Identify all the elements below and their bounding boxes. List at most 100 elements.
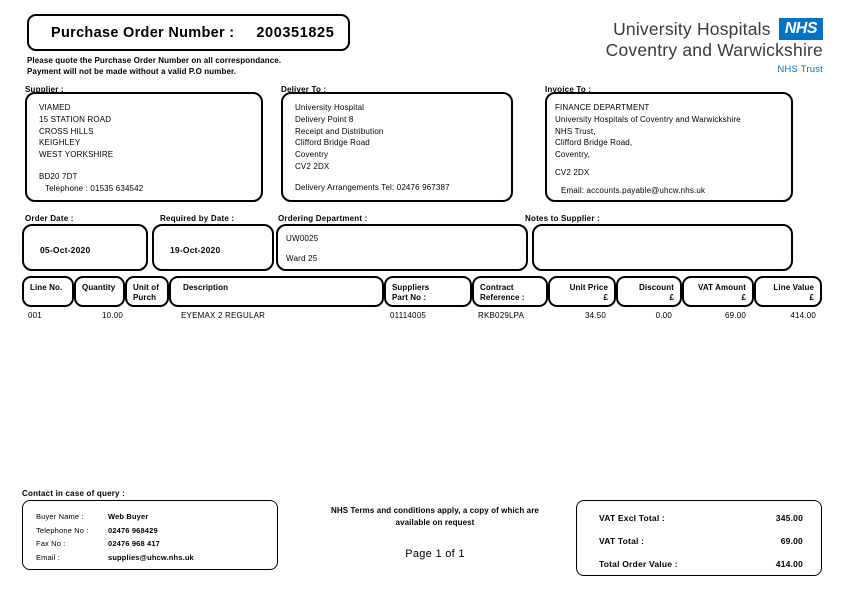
page-number: Page 1 of 1 [405,548,465,560]
required-by-value: 19-Oct-2020 [170,245,221,255]
fax-value: 02476 968 417 [108,539,160,548]
vat-excl-total-value: 345.00 [775,513,803,523]
contact-box: Buyer Name : Web Buyer Telephone No : 02… [22,500,278,570]
column-header-unit-of-purch: Unit of Purch [125,276,169,307]
column-header-unit-of-purch-line-2: Purch [133,293,157,302]
email-label: Email : [36,552,60,562]
supplier-postcode: BD20 7DT [39,171,78,181]
supplier-box: VIAMED 15 STATION ROAD CROSS HILLS KEIGH… [25,92,263,202]
column-header-description: Description [169,276,384,307]
invoice-to-line-2: NHS Trust, [555,126,596,136]
column-header-discount-currency: £ [669,293,674,302]
column-header-discount-line-1: Discount [638,283,674,292]
cell-vat-amount: 69.00 [724,311,746,320]
vat-total-label: VAT Total : [599,536,645,546]
telephone-label: Telephone No : [36,525,89,535]
order-date-box: 05-Oct-2020 [22,224,148,271]
invoice-to-line-4: Coventry, [555,150,590,160]
po-note-line-1: Please quote the Purchase Order Number o… [27,56,282,65]
column-header-line-no: Line No. [22,276,74,307]
contact-row-buyer-name: Buyer Name : Web Buyer [23,510,277,524]
supplier-line-3: KEIGHLEY [39,138,81,148]
cell-suppliers-part-no: 01114005 [390,311,427,320]
invoice-to-line-1: University Hospitals of Coventry and War… [555,114,741,124]
column-header-unit-price-line-1: Unit Price [569,283,608,292]
required-by-box: 19-Oct-2020 [152,224,274,271]
total-order-value-label: Total Order Value : [599,559,678,569]
totals-box: VAT Excl Total : 345.00 VAT Total : 69.0… [576,500,822,576]
order-date-value: 05-Oct-2020 [40,245,91,255]
terms-line-1: NHS Terms and conditions apply, a copy o… [331,506,539,515]
contact-row-fax: Fax No : 02476 968 417 [23,537,277,551]
column-header-suppliers-part-no-line-1: Suppliers [392,283,430,292]
purchase-order-note: Please quote the Purchase Order Number o… [27,55,447,77]
cell-description: EYEMAX 2 REGULAR [181,311,266,320]
delivery-arrangements: Delivery Arrangements Tel: 02476 967387 [295,182,450,192]
supplier-address: VIAMED 15 STATION ROAD CROSS HILLS KEIGH… [27,94,261,195]
supplier-telephone: Telephone : 01535 634542 [45,183,144,193]
buyer-name-value: Web Buyer [108,512,149,521]
column-header-vat-amount-line-1: VAT Amount [698,283,746,292]
notes-to-supplier-box [532,224,793,271]
cell-quantity: 10.00 [101,311,123,320]
invoice-to-line-0: FINANCE DEPARTMENT [555,103,650,112]
deliver-to-box: University Hospital Delivery Point 8 Rec… [281,92,513,202]
column-header-contract-reference: Contract Reference : [472,276,548,307]
column-header-unit-of-purch-line-1: Unit of [133,283,160,292]
email-value: supplies@uhcw.nhs.uk [108,552,194,562]
contact-row-email: Email : supplies@uhcw.nhs.uk [23,551,277,565]
vat-excl-total-label: VAT Excl Total : [599,513,666,523]
total-order-value-value: 414.00 [775,559,803,569]
contact-row-telephone: Telephone No : 02476 968429 [23,524,277,538]
department-code: UW0025 [286,234,319,243]
column-header-quantity: Quantity [74,276,125,307]
invoice-to-box: FINANCE DEPARTMENT University Hospitals … [545,92,793,202]
fax-label: Fax No : [36,539,66,548]
invoice-to-line-3: Clifford Bridge Road, [555,138,633,148]
column-header-description-label: Description [183,283,229,292]
trust-subtitle: NHS Trust [777,64,823,75]
supplier-caption: Supplier : [25,85,64,94]
column-header-contract-reference-line-2: Reference : [480,293,525,302]
column-header-vat-amount-currency: £ [741,293,746,302]
column-header-line-no-label: Line No. [30,283,63,292]
supplier-line-0: VIAMED [39,103,71,112]
cell-line-no: 001 [28,311,42,320]
ordering-department-box: UW0025 Ward 25 [276,224,528,271]
buyer-name-label: Buyer Name : [36,512,84,521]
cell-discount: 0.00 [655,311,672,320]
terms-line-2: available on request [395,518,475,527]
invoice-to-email: Email: accounts.payable@uhcw.nhs.uk [561,185,706,195]
column-header-discount: Discount £ [616,276,682,307]
trust-header: University Hospitals NHS Coventry and Wa… [523,18,823,75]
trust-name-line-1: University Hospitals [613,18,771,39]
column-header-line-value-line-1: Line Value [773,283,814,292]
required-by-caption: Required by Date : [160,214,235,223]
column-header-quantity-label: Quantity [82,283,116,292]
deliver-to-line-2: Receipt and Distribution [295,126,384,136]
trust-name-line-2: Coventry and Warwickshire [605,40,823,60]
department-name: Ward 25 [286,254,318,263]
notes-to-supplier-value [534,226,791,229]
nhs-logo: NHS [778,18,823,40]
column-header-unit-price: Unit Price £ [548,276,616,307]
deliver-to-line-5: CV2 2DX [295,161,330,171]
column-header-suppliers-part-no: Suppliers Part No : [384,276,472,307]
contact-caption: Contact in case of query : [22,489,125,498]
deliver-to-line-4: Coventry [295,150,329,160]
notes-to-supplier-caption: Notes to Supplier : [525,214,600,223]
cell-contract-reference: RKB029LPA [478,311,525,320]
deliver-to-line-0: University Hospital [295,103,365,112]
purchase-order-number-value: 200351825 [256,24,335,41]
invoice-to-caption: Invoice To : [545,85,592,94]
supplier-line-4: WEST YORKSHIRE [39,150,114,160]
supplier-line-2: CROSS HILLS [39,126,94,136]
po-note-line-2: Payment will not be made without a valid… [27,67,237,76]
deliver-to-address: University Hospital Delivery Point 8 Rec… [283,94,511,194]
column-header-suppliers-part-no-line-2: Part No : [392,293,427,302]
column-header-contract-reference-line-1: Contract [480,283,514,292]
column-header-unit-price-currency: £ [603,293,608,302]
telephone-value: 02476 968429 [108,525,158,535]
order-date-caption: Order Date : [25,214,74,223]
